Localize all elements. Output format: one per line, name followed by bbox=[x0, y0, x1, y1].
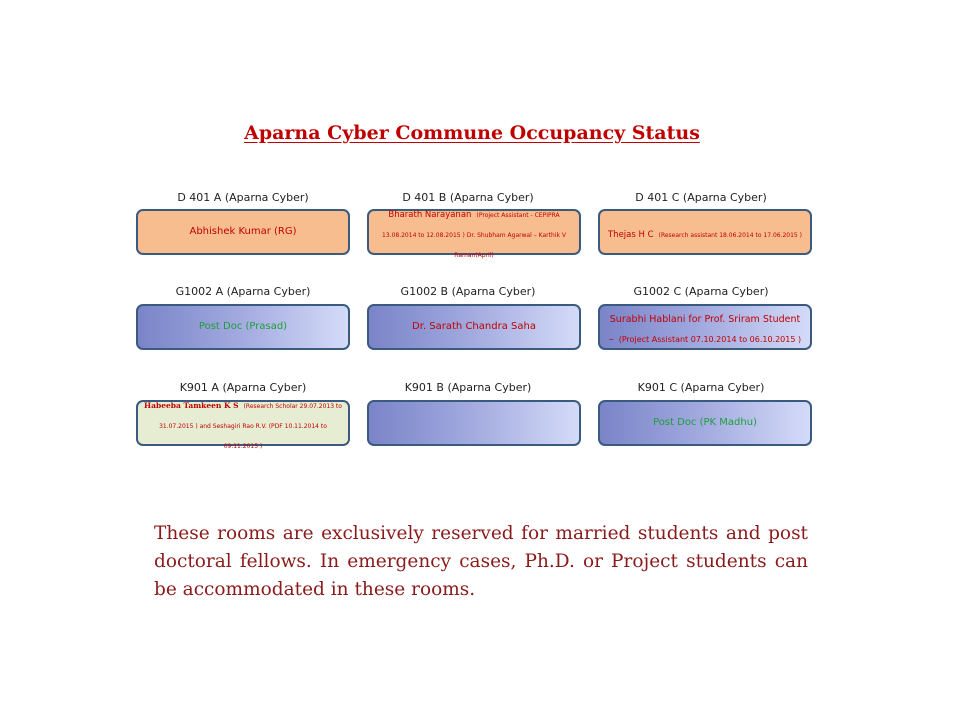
reservation-note: These rooms are exclusively reserved for… bbox=[154, 523, 808, 600]
room-label-k901b: K901 B (Aparna Cyber) bbox=[404, 381, 532, 394]
occupant-name: Habeeba Tamkeen K S bbox=[144, 401, 239, 410]
room-label-g1002c: G1002 C (Aparna Cyber) bbox=[633, 285, 769, 298]
room-label-g1002a: G1002 A (Aparna Cyber) bbox=[175, 285, 311, 298]
room-box-k901a: Habeeba Tamkeen K S (Research Scholar 29… bbox=[136, 400, 350, 450]
room-label-d401c: D 401 C (Aparna Cyber) bbox=[635, 191, 767, 204]
occupant-detail: (Research assistant 18.06.2014 to 17.06.… bbox=[658, 232, 803, 239]
occupant-detail: (Research Scholar 29.07.2013 to 31.07.20… bbox=[159, 403, 342, 450]
occupant-detail: (Project Assistant 07.10.2014 to 06.10.2… bbox=[618, 335, 802, 344]
page-title: Aparna Cyber Commune Occupancy Status bbox=[244, 122, 700, 144]
room-label-d401a: D 401 A (Aparna Cyber) bbox=[177, 191, 309, 204]
room-box-d401c: Thejas H C (Research assistant 18.06.201… bbox=[598, 209, 812, 255]
room-label-d401b: D 401 B (Aparna Cyber) bbox=[402, 191, 534, 204]
occupant-name: Bharath Narayanan bbox=[388, 210, 472, 220]
room-box-k901b bbox=[367, 400, 581, 446]
room-box-d401b: Bharath Narayanan (Project Assistant - C… bbox=[367, 209, 581, 259]
room-box-k901c: Post Doc (PK Madhu) bbox=[598, 400, 812, 446]
room-label-k901a: K901 A (Aparna Cyber) bbox=[179, 381, 307, 394]
room-box-g1002a: Post Doc (Prasad) bbox=[136, 304, 350, 350]
occupant-name: Thejas H C bbox=[607, 230, 654, 240]
occupant-name: Post Doc (PK Madhu) bbox=[653, 416, 757, 428]
occupant-detail: (Project Assistant - CEPIPRA 13.08.2014 … bbox=[382, 212, 566, 259]
occupant-name: Abhishek Kumar (RG) bbox=[189, 225, 297, 237]
room-box-g1002c: Surabhi Hablani for Prof. Sriram Student… bbox=[598, 304, 812, 350]
room-label-k901c: K901 C (Aparna Cyber) bbox=[637, 381, 765, 394]
room-box-g1002b: Dr. Sarath Chandra Saha bbox=[367, 304, 581, 350]
room-label-g1002b: G1002 B (Aparna Cyber) bbox=[400, 285, 536, 298]
occupant-name: Surabhi Hablani for Prof. Sriram Student… bbox=[608, 314, 801, 345]
room-box-d401a: Abhishek Kumar (RG) bbox=[136, 209, 350, 255]
occupant-name: Post Doc (Prasad) bbox=[198, 320, 288, 332]
occupant-name: Dr. Sarath Chandra Saha bbox=[412, 320, 536, 332]
